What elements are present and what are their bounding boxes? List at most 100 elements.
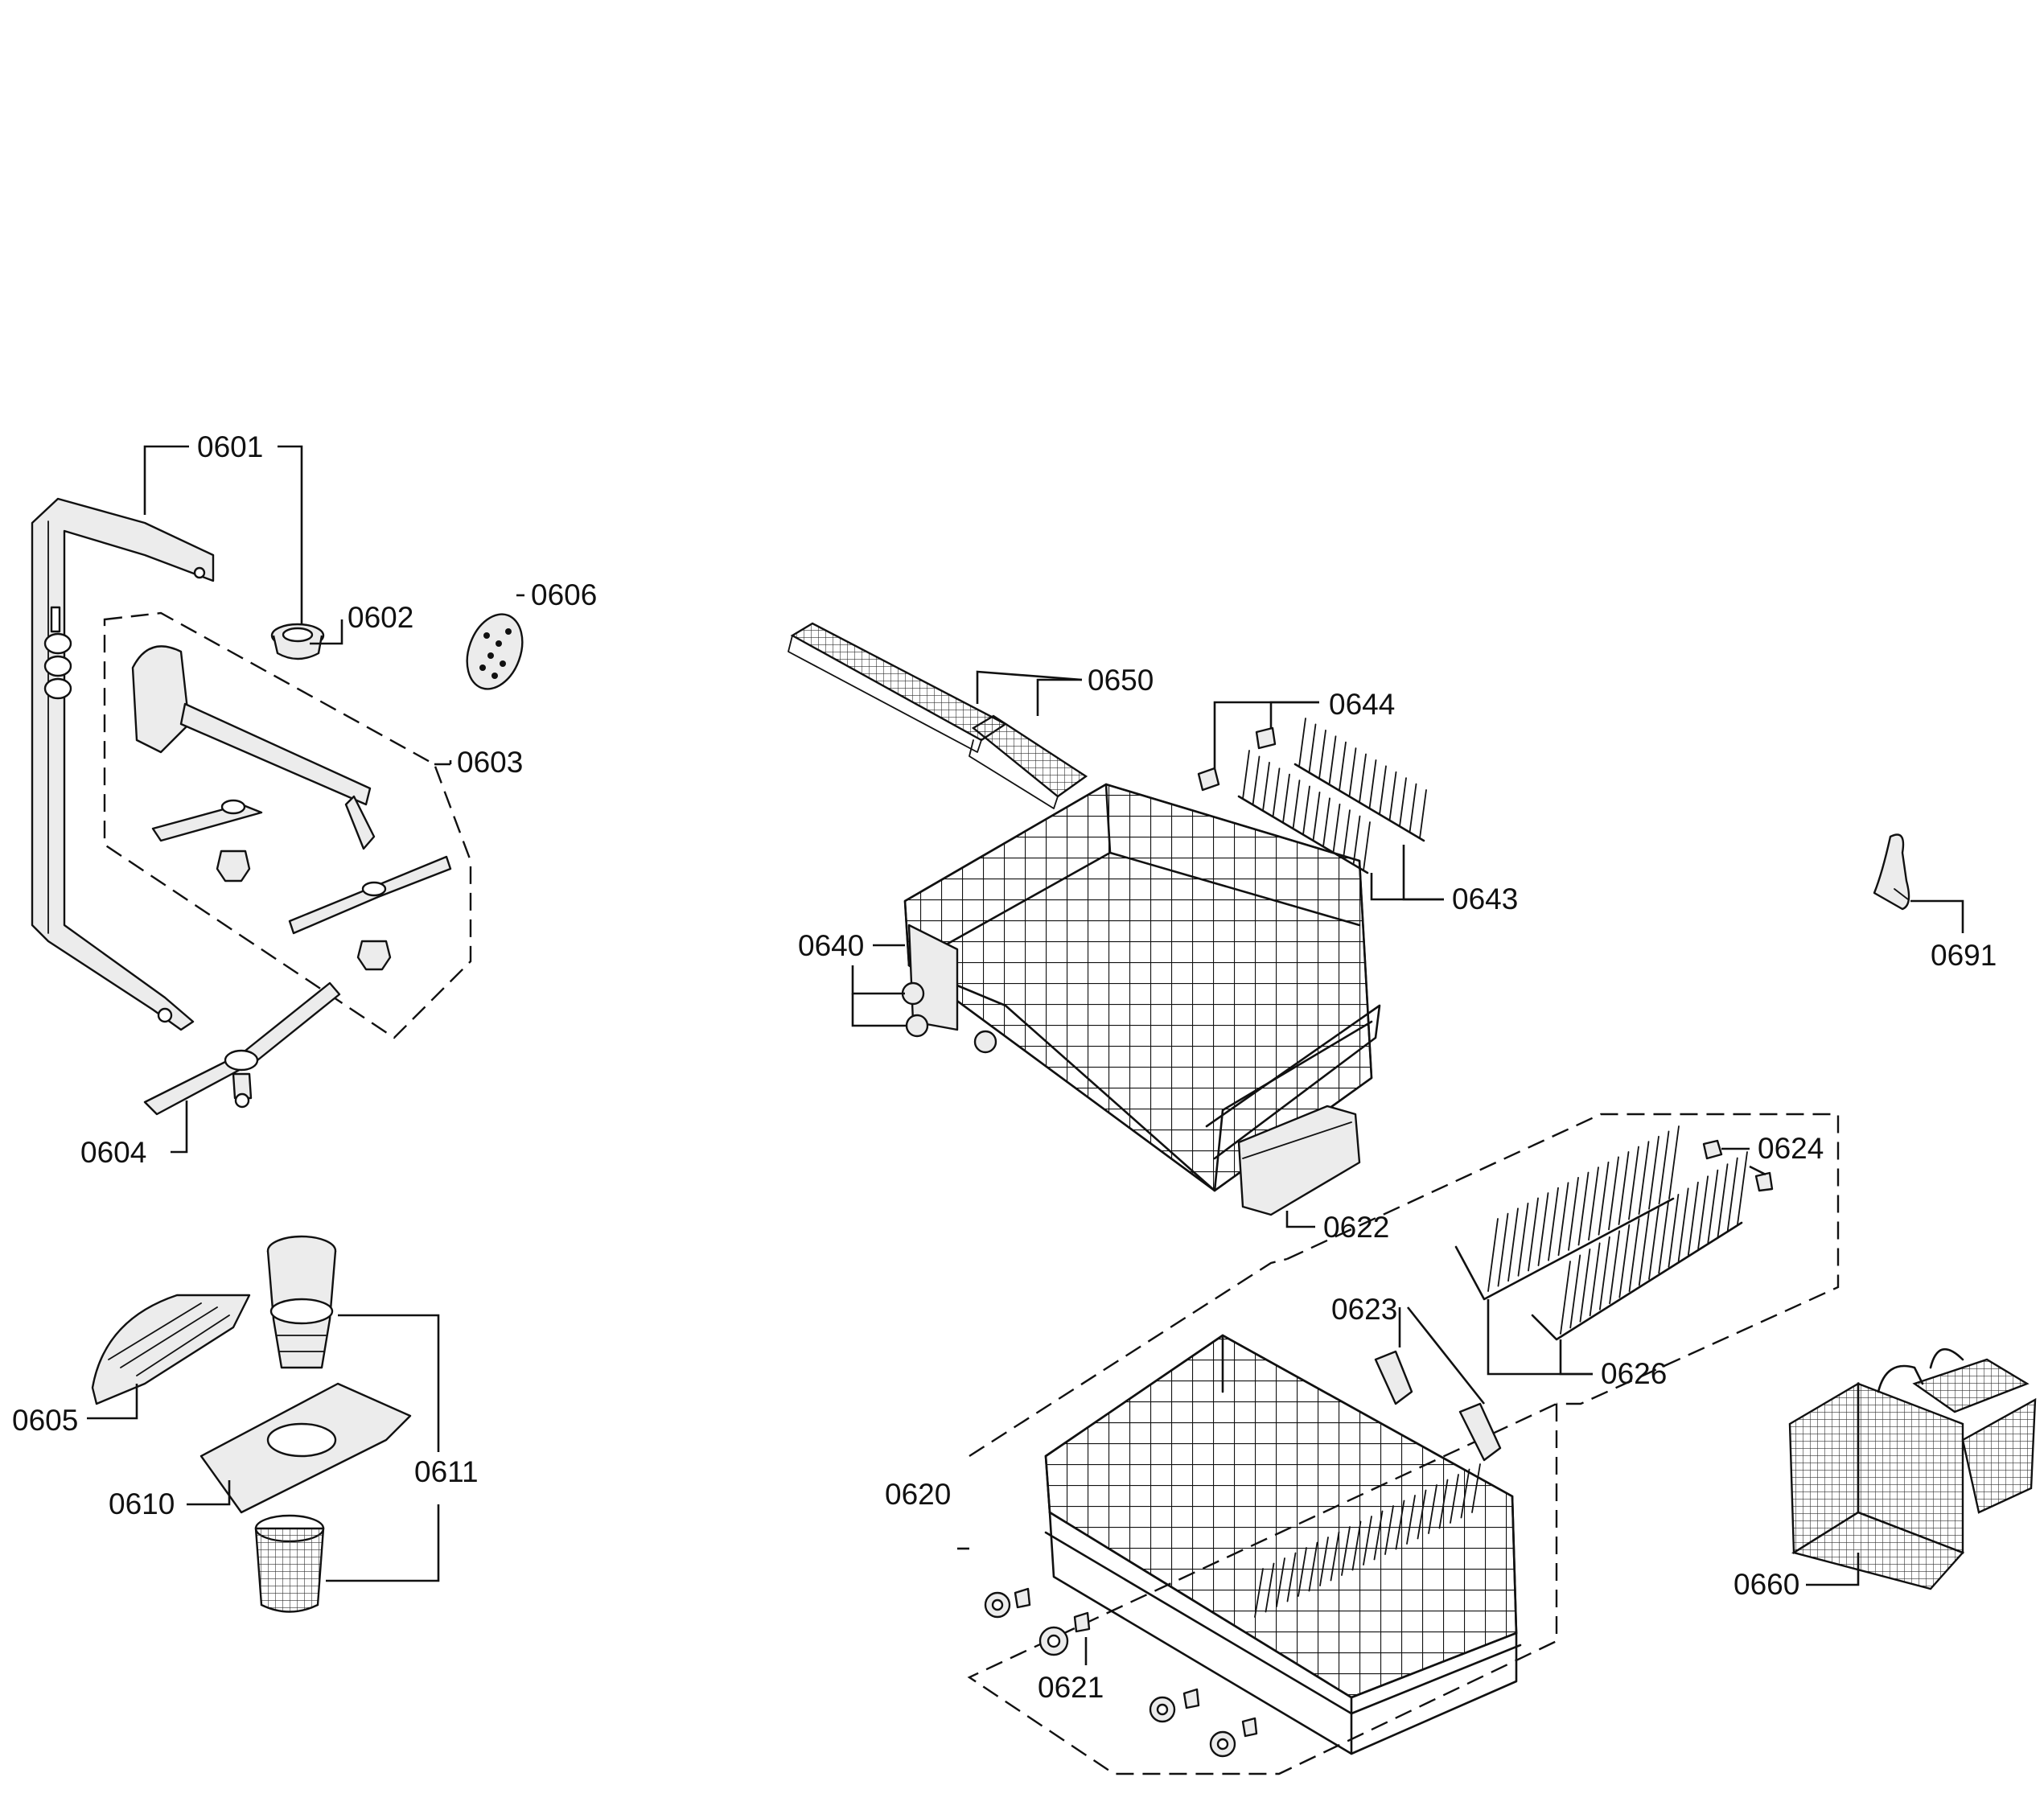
tine — [1648, 1206, 1659, 1280]
tine — [1726, 1157, 1738, 1232]
label-0650: 0650 — [1088, 664, 1154, 697]
rack-handle — [1237, 1105, 1361, 1216]
tine-row-clip — [1197, 726, 1277, 792]
tine — [1302, 785, 1310, 836]
pipe-connector — [270, 623, 325, 660]
tine — [1308, 723, 1317, 774]
upper-spray-arm-assembly — [103, 611, 472, 1039]
label-0660: 0660 — [1733, 1568, 1799, 1601]
tine — [1569, 1254, 1581, 1329]
label-0643: 0643 — [1452, 882, 1518, 915]
tine — [1658, 1199, 1670, 1274]
label-0605: 0605 — [12, 1404, 78, 1437]
tine — [1528, 1197, 1539, 1272]
spray-arm-supply-pipe — [31, 497, 215, 1031]
tine — [1328, 735, 1337, 786]
tine — [1697, 1175, 1709, 1250]
tine — [1262, 761, 1270, 812]
tine — [1677, 1187, 1689, 1262]
tine — [1395, 1500, 1405, 1550]
tine — [1460, 1468, 1470, 1519]
tine — [1368, 759, 1377, 809]
folding-tine-assembly — [1286, 1113, 1840, 1405]
label-0623: 0623 — [1331, 1293, 1397, 1326]
tine — [1272, 767, 1281, 818]
fine-filter-plate — [199, 1382, 412, 1514]
tine — [1497, 1212, 1509, 1287]
tine — [1351, 1520, 1362, 1571]
tine — [1717, 1163, 1729, 1238]
tine — [1668, 1125, 1680, 1199]
tine — [1352, 815, 1361, 866]
tine — [1384, 1505, 1394, 1555]
tine — [1298, 718, 1306, 767]
tine — [1548, 1187, 1559, 1261]
tine — [1379, 765, 1387, 816]
tine — [1568, 1176, 1579, 1251]
tine — [1359, 753, 1367, 804]
tine — [1332, 803, 1341, 854]
label-0620: 0620 — [885, 1478, 951, 1511]
tine — [1348, 747, 1357, 797]
tine — [1707, 1169, 1719, 1244]
tine — [1242, 750, 1250, 800]
rack-adjuster-lever — [1873, 833, 1910, 911]
tine — [1658, 1130, 1670, 1205]
label-0604: 0604 — [80, 1136, 146, 1169]
label-0611: 0611 — [414, 1455, 479, 1488]
tine — [1507, 1208, 1519, 1282]
filter-cylinder — [266, 1235, 337, 1369]
tine — [1648, 1135, 1659, 1210]
label-0622: 0622 — [1323, 1211, 1389, 1244]
tine — [1638, 1212, 1650, 1286]
leader-lines — [87, 445, 1964, 1665]
tine — [1428, 1484, 1437, 1534]
tine — [1579, 1248, 1591, 1323]
tine — [1598, 1161, 1610, 1236]
label-0640: 0640 — [798, 929, 864, 962]
part-labels: 0601 0602 0603 0604 0605 0606 0610 0611 … — [12, 430, 1997, 1704]
rack-wheel-set — [984, 1587, 1258, 1758]
tine — [1608, 1156, 1619, 1231]
tine — [1406, 1495, 1416, 1545]
tine — [1471, 1463, 1481, 1513]
tine — [1363, 821, 1371, 871]
tine — [1319, 1537, 1329, 1586]
label-0610: 0610 — [109, 1487, 175, 1520]
tine — [1282, 773, 1290, 824]
label-0644: 0644 — [1329, 688, 1395, 721]
tine — [1687, 1181, 1699, 1256]
lower-spray-arm — [143, 981, 341, 1116]
tine — [1343, 809, 1351, 860]
tine — [1628, 1146, 1639, 1220]
tine — [1577, 1171, 1590, 1246]
tine — [1557, 1182, 1569, 1257]
tine — [1252, 755, 1261, 806]
tine — [1308, 1541, 1318, 1592]
tine — [1298, 1547, 1307, 1597]
label-0601: 0601 — [197, 430, 263, 463]
label-0606: 0606 — [531, 578, 597, 611]
upper-tine-row — [1237, 718, 1427, 874]
label-0602: 0602 — [348, 601, 413, 634]
tine — [1537, 1192, 1549, 1266]
tine — [1363, 1516, 1372, 1565]
tine — [1254, 1568, 1264, 1618]
label-0626: 0626 — [1601, 1357, 1667, 1390]
tine — [1450, 1474, 1459, 1524]
tine — [1598, 1236, 1610, 1310]
tine — [1638, 1141, 1650, 1216]
tine — [1339, 741, 1347, 792]
tine — [1517, 1202, 1529, 1277]
tine — [1341, 1526, 1351, 1576]
lower-rack-assembly — [967, 1257, 1558, 1775]
tine — [1322, 797, 1330, 848]
micro-filter — [254, 1514, 325, 1613]
label-0621: 0621 — [1038, 1671, 1104, 1704]
cup-shelf — [788, 622, 1088, 809]
tine — [1737, 1151, 1748, 1225]
tine — [1312, 792, 1321, 841]
tine — [1373, 1510, 1384, 1561]
tine — [1668, 1193, 1680, 1268]
